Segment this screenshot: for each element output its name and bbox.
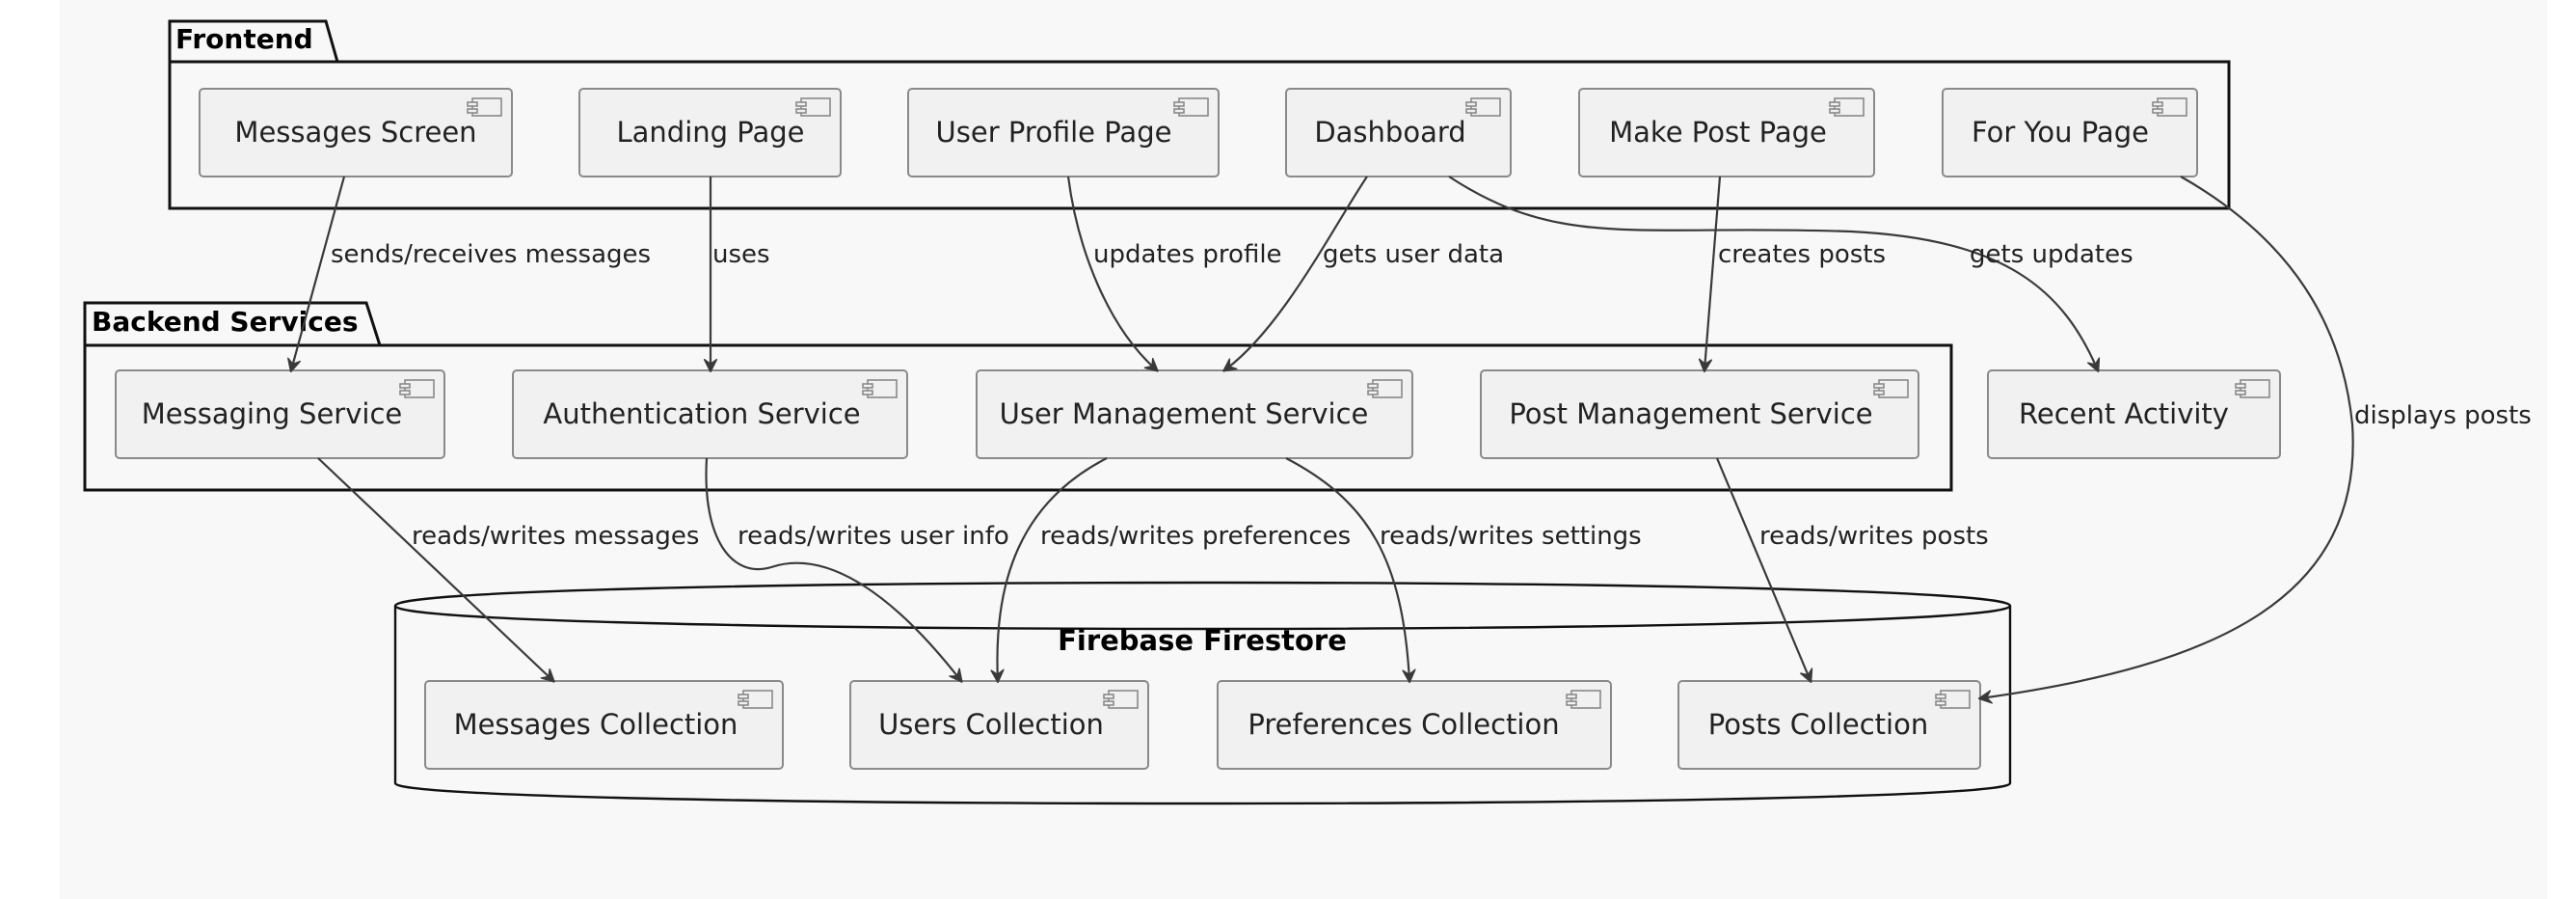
edge-reads-writes-posts: reads/writes posts	[1715, 457, 1989, 681]
edge-sends-receives-messages: sends/receives messages	[291, 176, 651, 370]
component-label: For You Page	[1972, 116, 2149, 149]
component-users-collection: Users Collection	[849, 680, 1149, 770]
component-posts-collection: Posts Collection	[1677, 680, 1981, 770]
component-post-management-service: Post Management Service	[1480, 369, 1919, 459]
edge-displays-posts: displays posts	[1980, 176, 2532, 698]
edge-gets-updates: gets updates	[1448, 176, 2133, 370]
edge-label: reads/writes settings	[1380, 522, 1642, 551]
edge-label: displays posts	[2354, 401, 2532, 430]
edge-label: creates posts	[1718, 240, 1886, 269]
database-title: Firebase Firestore	[1058, 624, 1347, 657]
component-make-post-page: Make Post Page	[1578, 88, 1875, 177]
component-user-management-service: User Management Service	[976, 369, 1413, 459]
edge-label: reads/writes messages	[412, 522, 699, 551]
component-messages-screen: Messages Screen	[199, 88, 513, 177]
component-label: Dashboard	[1314, 116, 1465, 149]
edge-reads-writes-messages: reads/writes messages	[317, 457, 699, 681]
component-label: Post Management Service	[1509, 397, 1872, 430]
component-recent-activity: Recent Activity	[1987, 369, 2281, 459]
component-label: Make Post Page	[1609, 116, 1827, 149]
component-dashboard: Dashboard	[1285, 88, 1512, 177]
component-label: User Management Service	[1000, 397, 1369, 430]
edge-reads-writes-settings: reads/writes settings	[1285, 457, 1642, 681]
component-authentication-service: Authentication Service	[512, 369, 908, 459]
edge-updates-profile: updates profile	[1066, 176, 1282, 370]
edge-label: updates profile	[1093, 240, 1282, 269]
edge-reads-writes-preferences: reads/writes preferences	[997, 457, 1351, 681]
component-label: Messages Collection	[454, 708, 738, 741]
component-label: Recent Activity	[2019, 397, 2229, 430]
package-frontend-title: Frontend	[175, 23, 313, 55]
edge-label: gets user data	[1323, 240, 1504, 269]
package-frontend: Frontend	[168, 19, 2231, 210]
component-for-you-page: For You Page	[1942, 88, 2198, 177]
edge-reads-writes-user-info: reads/writes user info	[705, 457, 1009, 681]
component-label: Messages Screen	[234, 116, 476, 149]
package-backend-title: Backend Services	[92, 306, 359, 338]
edge-creates-posts: creates posts	[1704, 176, 1886, 370]
edge-label: gets updates	[1970, 240, 2133, 269]
edge-label: reads/writes preferences	[1040, 522, 1351, 551]
package-backend-services: Backend Services	[83, 301, 1953, 492]
component-preferences-collection: Preferences Collection	[1217, 680, 1612, 770]
edge-label: uses	[712, 240, 770, 269]
component-label: Posts Collection	[1708, 708, 1928, 741]
edge-label: sends/receives messages	[331, 240, 651, 269]
component-label: Landing Page	[617, 116, 805, 149]
edge-label: reads/writes posts	[1759, 522, 1989, 551]
component-landing-page: Landing Page	[578, 88, 842, 177]
edge-gets-user-data: gets user data	[1224, 176, 1504, 370]
component-label: User Profile Page	[936, 116, 1172, 149]
component-messaging-service: Messaging Service	[115, 369, 445, 459]
component-user-profile-page: User Profile Page	[907, 88, 1220, 177]
component-label: Messaging Service	[142, 397, 403, 430]
component-messages-collection: Messages Collection	[424, 680, 784, 770]
edge-label: reads/writes user info	[738, 522, 1009, 551]
edge-uses: uses	[711, 177, 770, 370]
component-label: Preferences Collection	[1248, 708, 1559, 741]
component-label: Users Collection	[878, 708, 1104, 741]
database-firebase-firestore: Firebase Firestore	[393, 581, 2012, 805]
component-label: Authentication Service	[543, 397, 860, 430]
